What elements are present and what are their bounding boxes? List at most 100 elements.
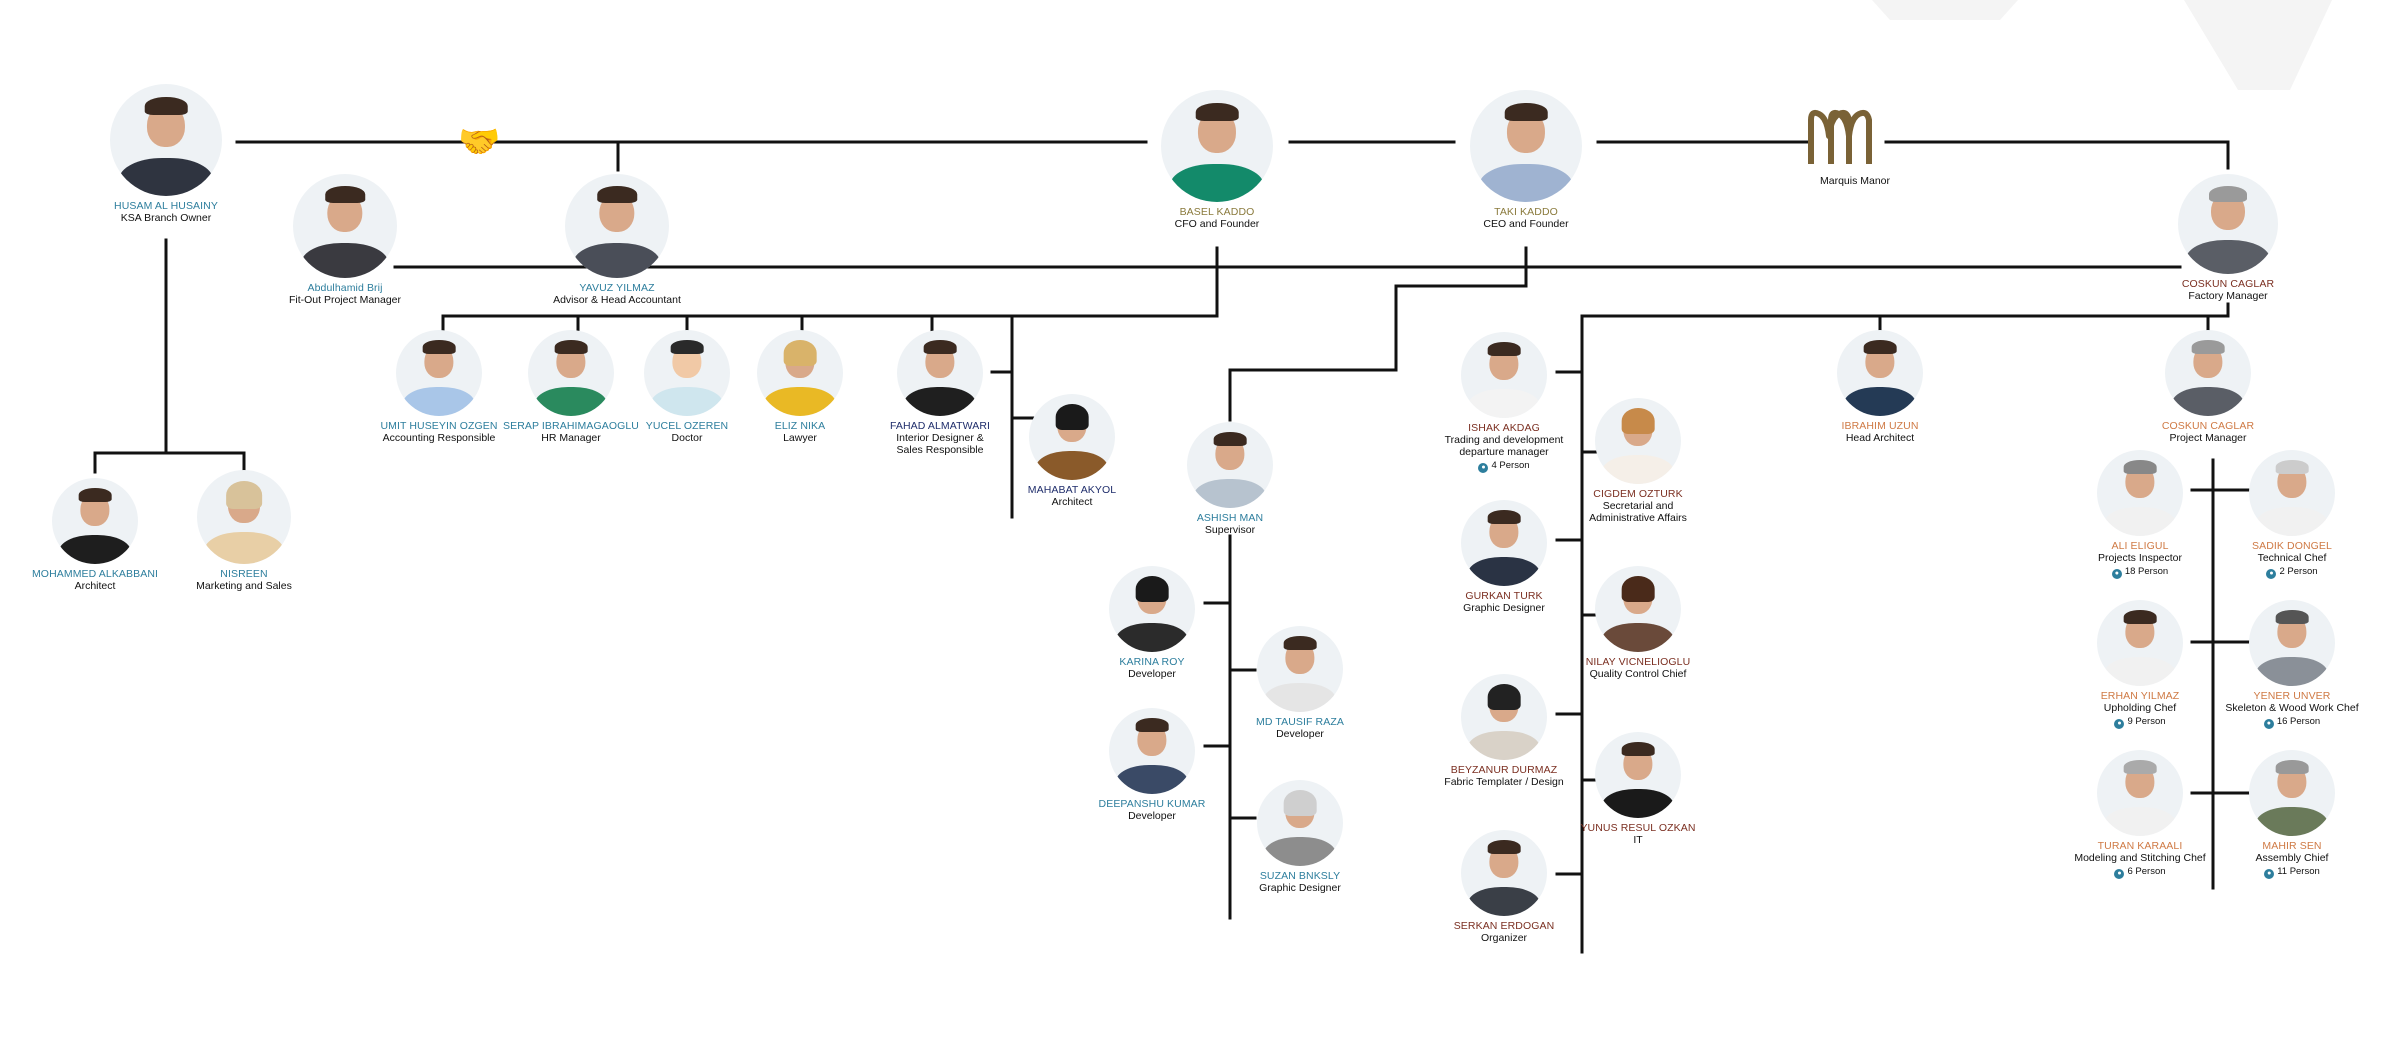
person-card-fahad: FAHAD ALMATWARI Interior Designer & Sale…	[840, 330, 1040, 456]
person-card-serap: SERAP IBRAHIMAGAOGLU HR Manager	[471, 330, 671, 444]
person-count: ●6 Person	[2040, 866, 2240, 879]
avatar	[2097, 600, 2183, 686]
avatar	[565, 174, 669, 278]
person-role: Doctor	[671, 432, 703, 444]
avatar	[396, 330, 482, 416]
avatar	[1029, 394, 1115, 480]
person-role: Fit-Out Project Manager	[288, 294, 402, 306]
person-role: Skeleton & Wood Work Chef	[2225, 702, 2359, 714]
avatar	[528, 330, 614, 416]
person-card-beyzanur: BEYZANUR DURMAZ Fabric Templater / Desig…	[1404, 674, 1604, 788]
person-role: Project Manager	[2169, 432, 2247, 444]
person-card-yunus: YUNUS RESUL OZKAN IT	[1538, 732, 1738, 846]
avatar	[52, 478, 138, 564]
person-role: Supervisor	[1204, 524, 1256, 536]
avatar	[2097, 450, 2183, 536]
avatar	[197, 470, 291, 564]
person-role: Lawyer	[783, 432, 817, 444]
person-name: UMIT HUSEYIN OZGEN	[380, 420, 498, 432]
person-card-mahir: MAHIR SEN Assembly Chief ●11 Person	[2192, 750, 2382, 879]
person-count: ●16 Person	[2192, 716, 2382, 729]
avatar	[1109, 566, 1195, 652]
person-role: Interior Designer & Sales Responsible	[896, 432, 984, 456]
person-role: Advisor & Head Accountant	[553, 294, 681, 306]
person-card-mohammed: MOHAMMED ALKABBANI Architect	[0, 478, 195, 592]
person-name: YUNUS RESUL OZKAN	[1580, 822, 1696, 834]
person-count: ●9 Person	[2040, 716, 2240, 729]
person-card-ali: ALI ELIGUL Projects Inspector ●18 Person	[2040, 450, 2240, 579]
avatar	[1161, 90, 1273, 202]
avatar	[2178, 174, 2278, 274]
handshake-icon: 🤝	[458, 123, 501, 161]
avatar	[2249, 750, 2335, 836]
avatar	[1461, 500, 1547, 586]
person-name: MAHABAT AKYOL	[1027, 484, 1117, 496]
person-role: Organizer	[1480, 932, 1528, 944]
marquis-manor-logo: Marquis Manor	[1805, 106, 1905, 187]
person-count: ●2 Person	[2192, 566, 2382, 579]
person-role: Technical Chef	[2257, 552, 2327, 564]
person-icon: ●	[2114, 869, 2125, 879]
person-role: Factory Manager	[2188, 290, 2268, 302]
person-card-nisreen: NISREEN Marketing and Sales	[144, 470, 344, 592]
person-icon: ●	[2263, 719, 2274, 729]
person-role: IT	[1633, 834, 1643, 846]
avatar	[1109, 708, 1195, 794]
avatar	[1837, 330, 1923, 416]
person-name: SUZAN BNKSLY	[1259, 870, 1341, 882]
person-icon: ●	[1478, 463, 1489, 473]
person-role: Architect	[74, 580, 116, 592]
person-name: ERHAN YILMAZ	[2100, 690, 2180, 702]
person-name: MD TAUSIF RAZA	[1256, 716, 1344, 728]
person-card-cigdem: CIGDEM OZTURK Secretarial and Administra…	[1538, 398, 1738, 524]
person-role: CFO and Founder	[1174, 218, 1260, 230]
person-card-sadik: SADIK DONGEL Technical Chef ●2 Person	[2192, 450, 2382, 579]
avatar	[897, 330, 983, 416]
avatar	[1257, 780, 1343, 866]
person-name: COSKUN CAGLAR	[2181, 278, 2275, 290]
person-role: Fabric Templater / Design	[1444, 776, 1564, 788]
person-count: ●18 Person	[2040, 566, 2240, 579]
person-name: YENER UNVER	[2253, 690, 2331, 702]
person-name: BASEL KADDO	[1179, 206, 1255, 218]
person-name: NISREEN	[220, 568, 268, 580]
person-role: Head Architect	[1845, 432, 1915, 444]
person-card-umit: UMIT HUSEYIN OZGEN Accounting Responsibl…	[339, 330, 539, 444]
person-role: Modeling and Stitching Chef	[2074, 852, 2206, 864]
person-role: KSA Branch Owner	[120, 212, 212, 224]
person-role: Accounting Responsible	[382, 432, 496, 444]
person-name: CIGDEM OZTURK	[1593, 488, 1683, 500]
person-card-turan: TURAN KARAALI Modeling and Stitching Che…	[2040, 750, 2240, 879]
avatar	[110, 84, 222, 196]
person-role: Graphic Designer	[1259, 882, 1341, 894]
person-name: COSKUN CAGLAR	[2161, 420, 2255, 432]
avatar	[1461, 830, 1547, 916]
person-name: MAHIR SEN	[2262, 840, 2322, 852]
person-card-husam: HUSAM AL HUSAINY KSA Branch Owner	[66, 84, 266, 224]
person-card-coskun-factory: COSKUN CAGLAR Factory Manager	[2128, 174, 2328, 302]
avatar	[1470, 90, 1582, 202]
person-icon: ●	[2264, 869, 2275, 879]
person-name: ELIZ NIKA	[774, 420, 826, 432]
person-card-karina: KARINA ROY Developer	[1052, 566, 1252, 680]
person-name: SERAP IBRAHIMAGAOGLU	[502, 420, 639, 432]
person-card-ashish: ASHISH MAN Supervisor	[1130, 422, 1330, 536]
person-name: ASHISH MAN	[1196, 512, 1264, 524]
avatar	[293, 174, 397, 278]
person-name: BEYZANUR DURMAZ	[1450, 764, 1558, 776]
person-card-taki: TAKI KADDO CEO and Founder	[1426, 90, 1626, 230]
person-card-yucel: YUCEL OZEREN Doctor	[587, 330, 787, 444]
person-role: CEO and Founder	[1483, 218, 1569, 230]
avatar	[1595, 732, 1681, 818]
person-card-basel: BASEL KADDO CFO and Founder	[1117, 90, 1317, 230]
person-count: ●11 Person	[2192, 866, 2382, 879]
person-role: Marketing and Sales	[196, 580, 292, 592]
person-role: Architect	[1051, 496, 1093, 508]
person-name: Abdulhamid Brij	[307, 282, 383, 294]
person-role: Developer	[1128, 668, 1176, 680]
person-icon: ●	[2266, 569, 2277, 579]
person-name: IBRAHIM UZUN	[1841, 420, 1919, 432]
person-role: HR Manager	[541, 432, 601, 444]
person-role: Graphic Designer	[1463, 602, 1545, 614]
avatar	[757, 330, 843, 416]
